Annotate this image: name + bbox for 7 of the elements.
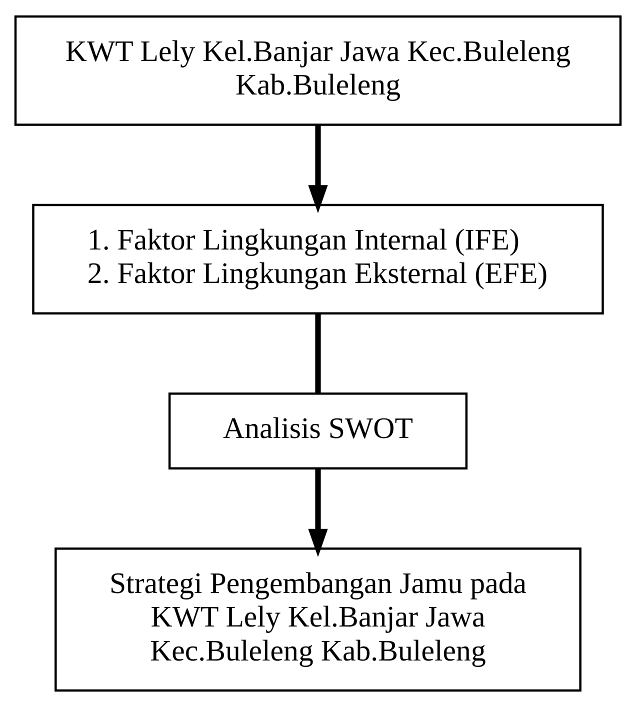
arrow <box>308 124 328 213</box>
connector <box>315 314 321 393</box>
node-box: 1. Faktor Lingkungan Internal (IFE) 2. Faktor Lingkungan Eksternal (EFE) <box>32 203 604 314</box>
node-box: Strategi Pengembangan Jamu pada KWT Lely Kel.Banjar Jawa Kec.Buleleng Kab.Buleleng <box>54 547 582 692</box>
node-box: KWT Lely Kel.Banjar Jawa Kec.Buleleng Kab.Buleleng <box>14 14 622 126</box>
arrow <box>308 468 328 556</box>
node-box: Analisis SWOT <box>168 392 468 469</box>
